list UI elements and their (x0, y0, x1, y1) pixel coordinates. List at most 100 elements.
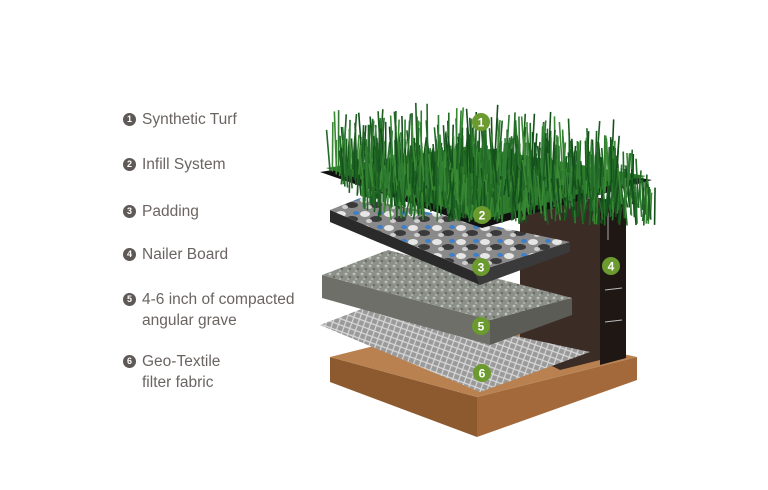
grass-blade (417, 165, 420, 199)
grass-blade (434, 168, 438, 203)
grass-blade (338, 150, 344, 182)
badge-3: 3 (472, 258, 490, 276)
badge-1: 1 (472, 113, 490, 131)
svg-text:6: 6 (479, 367, 486, 381)
grass-blade (509, 136, 513, 165)
grass-blade (584, 140, 588, 181)
grass-blade (555, 158, 559, 193)
grass-blade (431, 190, 435, 211)
grass-blade (544, 143, 549, 189)
grass-blade (618, 206, 623, 226)
grass-blade (505, 168, 510, 198)
grass-blade (592, 154, 596, 197)
grass-blade (488, 128, 494, 170)
grass-blade (629, 195, 633, 216)
grass-blade (428, 167, 431, 206)
number-badge: 5 (123, 293, 136, 306)
grass-blade (513, 166, 519, 201)
grass-blade (432, 161, 436, 187)
grass-blade (451, 124, 455, 168)
grass-blade (447, 136, 452, 164)
grass-blade (364, 155, 370, 199)
grass-blade (620, 184, 626, 219)
grass-blade (389, 130, 394, 178)
grass-blade (438, 138, 443, 176)
grass-blade (540, 126, 544, 177)
grass-blade (556, 178, 562, 215)
grass-blade (582, 202, 588, 223)
grass-blade (637, 170, 642, 208)
grass-blade (409, 195, 412, 215)
grass-blade (400, 132, 404, 182)
grass-blade (510, 203, 515, 221)
grass-blade (645, 187, 648, 224)
grass-blade (510, 148, 513, 176)
grass-blade (504, 138, 507, 180)
grass-blade (533, 169, 538, 194)
grass-blade (395, 185, 399, 217)
grass-blade (455, 143, 459, 170)
grass-blade (373, 191, 377, 212)
grass-blade (553, 190, 558, 216)
grass-blade (453, 194, 459, 222)
grass-blade (557, 168, 563, 199)
grass-blade (414, 102, 419, 162)
grass-blade (646, 183, 652, 220)
grass-blade (582, 189, 585, 220)
grass-blade (516, 135, 522, 171)
grass-blade (586, 131, 590, 172)
grass-blade (586, 167, 591, 192)
grass-blade (394, 110, 397, 163)
grass-blade (523, 136, 527, 166)
svg-text:3: 3 (478, 261, 485, 275)
grass-blade (455, 200, 461, 221)
grass-blade (571, 138, 575, 187)
grass-blade (609, 191, 615, 211)
grass-blade (393, 154, 399, 192)
grass-blade (471, 180, 476, 205)
number-badge: 4 (123, 248, 136, 261)
number-badge: 2 (123, 158, 136, 171)
grass-blade (351, 114, 358, 169)
grass-blade (493, 202, 499, 221)
grass-blade (367, 134, 370, 182)
grass-blade (526, 122, 529, 177)
grass-blade (340, 147, 345, 180)
grass-blade (591, 203, 596, 222)
grass-blade (404, 200, 410, 219)
grass-blade (541, 178, 545, 206)
grass-blade (511, 176, 517, 212)
grass-blade (325, 129, 331, 172)
grass-blade (640, 179, 645, 213)
grass-blade (468, 205, 475, 223)
grass-blade (568, 156, 573, 185)
grass-blade (612, 158, 616, 199)
grass-blade (395, 138, 398, 180)
badge-4: 4 (602, 257, 620, 275)
grass-blade (344, 162, 349, 188)
grass-blade (499, 140, 503, 177)
grass-blade (468, 117, 473, 174)
grass-blade (391, 182, 396, 207)
grass-blade (520, 191, 526, 212)
grass-blade (501, 143, 506, 177)
svg-text:1: 1 (478, 116, 485, 130)
grass-blade (568, 172, 573, 206)
number-badge: 6 (123, 355, 136, 368)
grass-blade (438, 185, 442, 210)
grass-blade (508, 186, 514, 208)
grass-blade (521, 159, 527, 186)
grass-blade (333, 111, 338, 169)
grass-blade (625, 153, 631, 199)
grass-blade (397, 180, 403, 206)
grass-blade (609, 137, 613, 183)
grass-blade (377, 111, 382, 166)
legend-label: Padding (142, 203, 199, 220)
grass-blade (579, 198, 585, 225)
grass-blade (458, 194, 461, 222)
grass-blade (444, 168, 449, 193)
grass-blade (470, 127, 476, 166)
legend-label: Nailer Board (142, 246, 229, 263)
grass-blade (342, 126, 347, 174)
grass-blade (558, 121, 564, 172)
